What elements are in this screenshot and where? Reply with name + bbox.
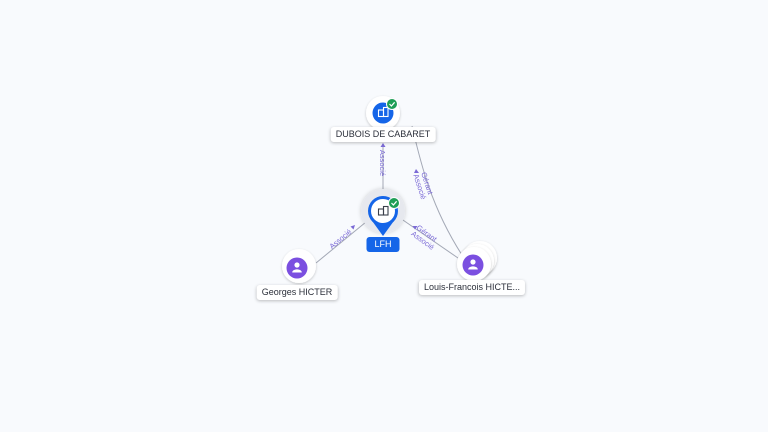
node-louis[interactable]	[457, 241, 497, 281]
person-icon	[292, 262, 302, 273]
edge-label-georges-center: Associé	[327, 227, 353, 251]
edge-dubois-center[interactable]: Associé	[378, 143, 387, 193]
node-center[interactable]	[361, 189, 405, 236]
edge-louis-center[interactable]: Gérant Associé	[399, 217, 459, 259]
node-label-dubois[interactable]: DUBOIS DE CABARET	[330, 127, 436, 142]
verified-badge-icon	[386, 98, 398, 110]
arrow-icon	[414, 169, 419, 173]
arrow-icon	[350, 225, 355, 230]
building-icon	[377, 106, 389, 118]
person-icon	[468, 259, 478, 270]
node-label-georges[interactable]: Georges HICTER	[256, 285, 338, 300]
node-georges[interactable]	[282, 249, 316, 283]
node-label-center[interactable]: LFH	[366, 237, 400, 252]
verified-badge-icon	[388, 197, 400, 209]
arrow-icon	[380, 143, 386, 147]
edge-georges-center[interactable]: Associé	[315, 221, 367, 264]
node-dubois[interactable]	[366, 96, 400, 130]
building-icon	[377, 205, 389, 216]
arrow-icon	[412, 226, 418, 230]
edge-label-dubois-center: Associé	[378, 150, 387, 176]
node-label-louis[interactable]: Louis-Francois HICTE...	[418, 280, 526, 295]
